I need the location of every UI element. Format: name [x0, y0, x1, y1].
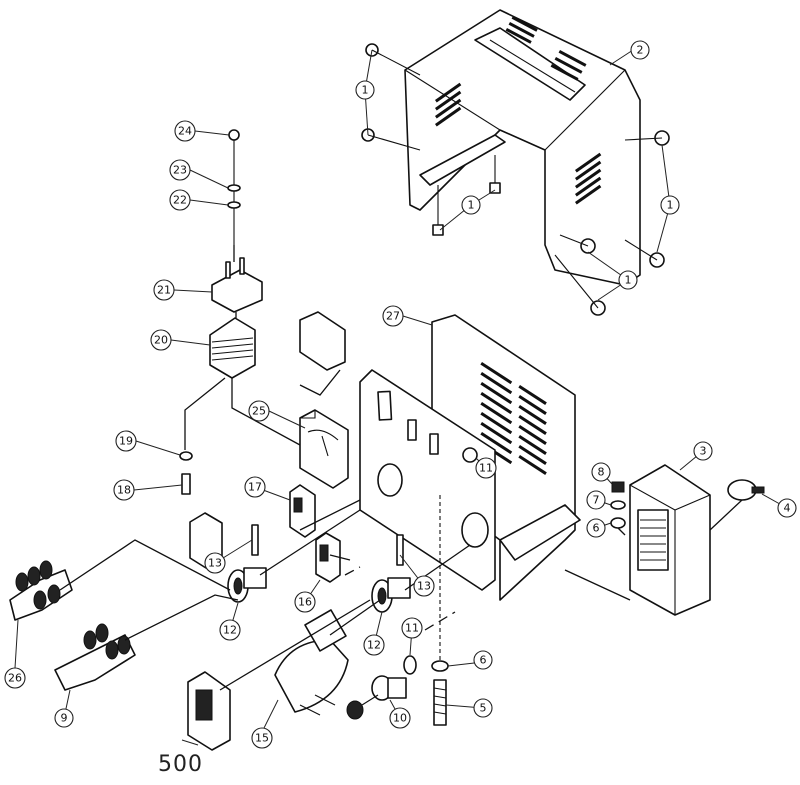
wiring: [59, 245, 743, 691]
svg-text:21: 21: [157, 284, 171, 297]
svg-text:23: 23: [173, 164, 187, 177]
svg-text:1: 1: [468, 199, 475, 212]
callout-3: 3: [693, 441, 713, 461]
svg-text:12: 12: [223, 624, 237, 637]
bracket: [299, 311, 346, 371]
callout-1d: 1: [618, 270, 638, 290]
callout-16: 16: [294, 591, 316, 613]
svg-text:12: 12: [367, 639, 381, 652]
svg-text:22: 22: [173, 194, 187, 207]
callout-5: 5: [473, 698, 493, 718]
svg-text:1: 1: [625, 274, 632, 287]
callout-26: 26: [4, 667, 26, 689]
callout-23: 23: [169, 159, 191, 181]
rocker-switch-17: [289, 484, 316, 538]
callout-12a: 12: [219, 619, 241, 641]
svg-text:16: 16: [298, 596, 312, 609]
svg-text:10: 10: [393, 712, 407, 725]
figure-label: 500: [158, 752, 203, 777]
callout-2: 2: [630, 40, 650, 60]
callout-11a: 11: [401, 617, 423, 639]
svg-text:15: 15: [255, 732, 269, 745]
screw-washer-small: [179, 451, 193, 495]
svg-text:17: 17: [248, 481, 262, 494]
svg-text:9: 9: [61, 712, 68, 725]
callout-11b: 11: [475, 457, 497, 479]
callout-15: 15: [251, 727, 273, 749]
callout-6b: 6: [586, 518, 606, 538]
svg-text:5: 5: [480, 702, 487, 715]
callout-6a: 6: [473, 650, 493, 670]
clamp-black: [54, 623, 136, 691]
callout-1e: 1: [609, 262, 616, 275]
svg-text:18: 18: [117, 484, 131, 497]
cover-screws: [361, 43, 670, 316]
callout-1c: 1: [660, 195, 680, 215]
callout-13a: 13: [204, 552, 226, 574]
svg-text:8: 8: [598, 466, 605, 479]
power-plug: [274, 609, 349, 716]
callout-8: 8: [591, 462, 611, 482]
callout-18: 18: [113, 479, 135, 501]
svg-text:3: 3: [700, 445, 707, 458]
fuse-holder: [346, 675, 407, 720]
svg-text:6: 6: [593, 522, 600, 535]
ammeter: [299, 409, 349, 489]
callout-1b: 1: [461, 195, 481, 215]
callout-24: 24: [174, 120, 196, 142]
callouts: 1 1 1 1 1 2 3 4 5 6 6 7 8 9 10 11 11 12 …: [4, 40, 797, 749]
transformer: [629, 464, 711, 616]
terminal-left: [227, 567, 267, 603]
clamp-red: [9, 560, 73, 621]
svg-text:13: 13: [208, 557, 222, 570]
svg-text:4: 4: [784, 502, 791, 515]
screw-stack: [227, 129, 241, 245]
svg-text:19: 19: [119, 435, 133, 448]
main-switch: [187, 671, 231, 751]
svg-text:2: 2: [637, 44, 644, 57]
callout-19: 19: [115, 430, 137, 452]
choke-coil: [209, 317, 256, 379]
callout-21: 21: [153, 279, 175, 301]
callout-27: 27: [382, 305, 404, 327]
callout-7: 7: [586, 490, 606, 510]
svg-text:7: 7: [593, 494, 600, 507]
terminal-right: [371, 577, 411, 613]
callout-4: 4: [777, 498, 797, 518]
callout-17: 17: [244, 476, 266, 498]
callout-1a: 1: [355, 80, 375, 100]
callout-13b: 13: [413, 575, 435, 597]
rear-housing: [431, 314, 581, 601]
callout-22: 22: [169, 189, 191, 211]
callout-9: 9: [54, 708, 74, 728]
front-panel: [359, 369, 496, 591]
svg-text:6: 6: [480, 654, 487, 667]
svg-text:24: 24: [178, 125, 192, 138]
thermal-breaker: [727, 479, 765, 501]
svg-text:11: 11: [479, 462, 493, 475]
svg-text:26: 26: [8, 672, 22, 685]
svg-text:1: 1: [362, 84, 369, 97]
callout-10: 10: [389, 707, 411, 729]
bolt-assembly: [403, 495, 449, 726]
svg-text:13: 13: [417, 580, 431, 593]
top-cover: [404, 9, 641, 286]
callout-25: 25: [248, 400, 270, 422]
callout-12b: 12: [363, 634, 385, 656]
callout-20: 20: [150, 329, 172, 351]
svg-text:11: 11: [405, 622, 419, 635]
rectifier: [211, 257, 263, 313]
svg-text:25: 25: [252, 405, 266, 418]
switch-16: [315, 532, 341, 583]
svg-text:27: 27: [386, 310, 400, 323]
svg-text:1: 1: [667, 199, 674, 212]
nuts-washers: [610, 481, 626, 529]
svg-text:20: 20: [154, 334, 168, 347]
